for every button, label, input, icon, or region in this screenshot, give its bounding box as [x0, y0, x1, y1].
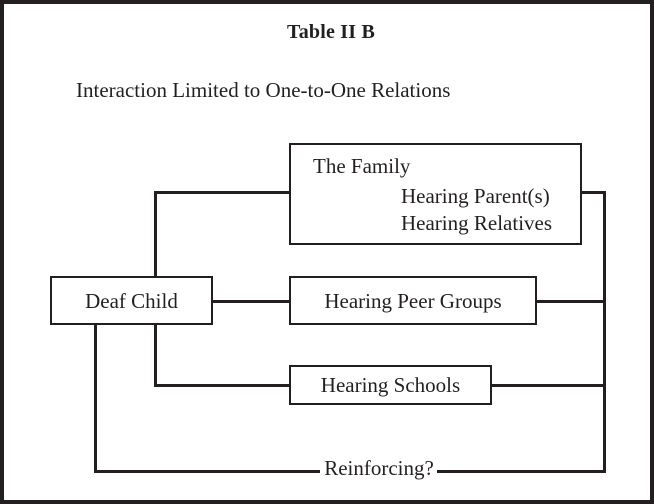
- node-schools-label: Hearing Schools: [320, 373, 461, 397]
- connector-deafchild-to-peergroups: [211, 300, 291, 303]
- connector-peergroups-output: [535, 300, 606, 303]
- node-hearing-peer-groups: Hearing Peer Groups: [289, 276, 537, 325]
- feedback-loop-label: Reinforcing?: [322, 456, 436, 481]
- node-deaf-child-label: Deaf Child: [85, 289, 178, 313]
- connector-feedback-left-vertical: [94, 323, 97, 473]
- diagram-canvas: Reinforcing? Deaf Child The Family Heari…: [4, 4, 650, 500]
- node-the-family: The Family Hearing Parent(s) Hearing Rel…: [289, 143, 582, 245]
- node-family-relatives: Hearing Relatives: [401, 211, 553, 235]
- connector-deafchild-to-family: [154, 191, 291, 194]
- connector-deafchild-to-schools: [154, 384, 291, 387]
- connector-feedback-segment-left: [94, 470, 320, 473]
- node-peer-groups-label: Hearing Peer Groups: [324, 289, 502, 313]
- connector-schools-output: [490, 384, 606, 387]
- node-family-title: The Family: [313, 154, 411, 178]
- node-family-parents: Hearing Parent(s): [401, 184, 550, 208]
- figure-subtitle: Interaction Limited to One-to-One Relati…: [76, 78, 451, 102]
- connector-right-trunk: [603, 191, 606, 473]
- node-hearing-schools: Hearing Schools: [289, 365, 492, 405]
- figure-title: Table II B: [287, 21, 375, 43]
- node-deaf-child: Deaf Child: [50, 276, 213, 325]
- connector-feedback-segment-right: [437, 470, 606, 473]
- connector-family-output: [580, 191, 606, 194]
